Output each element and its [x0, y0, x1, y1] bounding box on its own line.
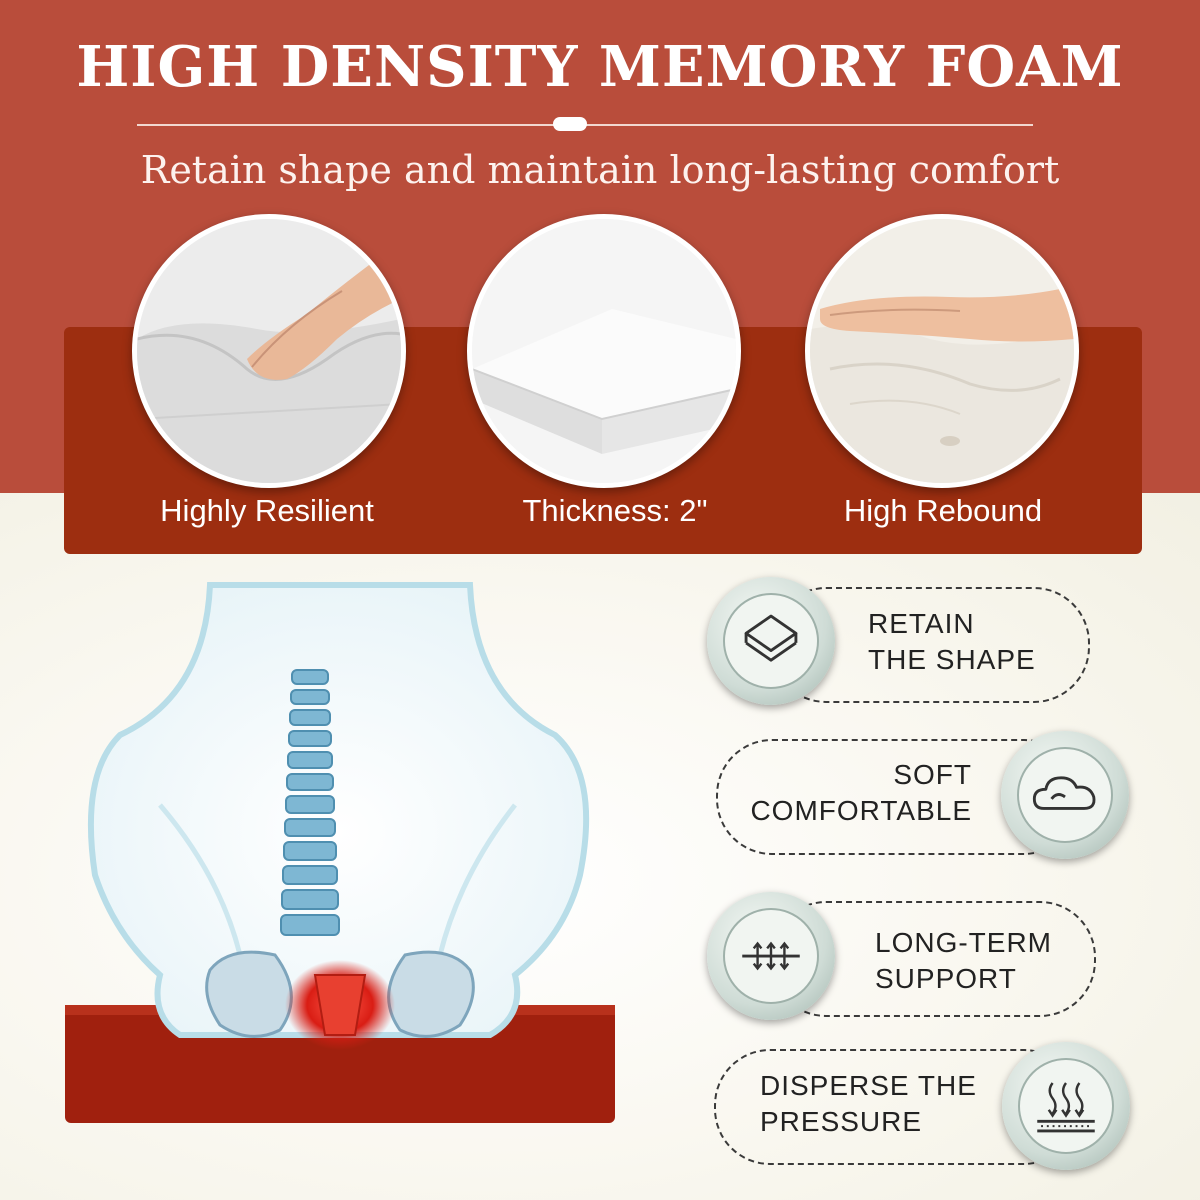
- badge-circle: [1001, 731, 1129, 859]
- badge-line: PRESSURE: [760, 1106, 923, 1137]
- badge-line: SUPPORT: [875, 963, 1017, 994]
- badge-line: LONG-TERM: [875, 927, 1052, 958]
- layers-icon: [723, 593, 819, 689]
- support-arrows-icon: [723, 908, 819, 1004]
- badge-circle: [707, 892, 835, 1020]
- cloud-icon: [1017, 747, 1113, 843]
- badge-circle: [1002, 1042, 1130, 1170]
- feature-label: Highly Resilient: [160, 493, 374, 528]
- feature-label: High Rebound: [843, 493, 1043, 528]
- feature-label: Thickness: 2": [522, 493, 708, 528]
- divider-ornament: [553, 117, 587, 131]
- badge-text: DISPERSE THE PRESSURE: [760, 1068, 977, 1140]
- badge-text: RETAIN THE SHAPE: [868, 606, 1036, 678]
- foam-slab-icon: [467, 214, 741, 488]
- hand-imprint-foam-icon: [805, 214, 1079, 488]
- hand-pressing-foam-icon: [132, 214, 406, 488]
- badge-circle: [707, 577, 835, 705]
- badge-line: THE SHAPE: [868, 644, 1036, 675]
- page-title: HIGH DENSITY MEMORY FOAM: [76, 34, 1124, 100]
- badge-line: RETAIN: [868, 608, 975, 639]
- badge-text: LONG-TERM SUPPORT: [875, 925, 1052, 997]
- spine-cushion-illustration: [65, 582, 615, 1123]
- badge-line: SOFT: [893, 759, 972, 790]
- badge-line: COMFORTABLE: [750, 795, 972, 826]
- badge-text: SOFT COMFORTABLE: [738, 757, 972, 829]
- page-subtitle: Retain shape and maintain long-lasting c…: [140, 148, 1060, 192]
- heat-waves-icon: [1018, 1058, 1114, 1154]
- badge-line: DISPERSE THE: [760, 1070, 977, 1101]
